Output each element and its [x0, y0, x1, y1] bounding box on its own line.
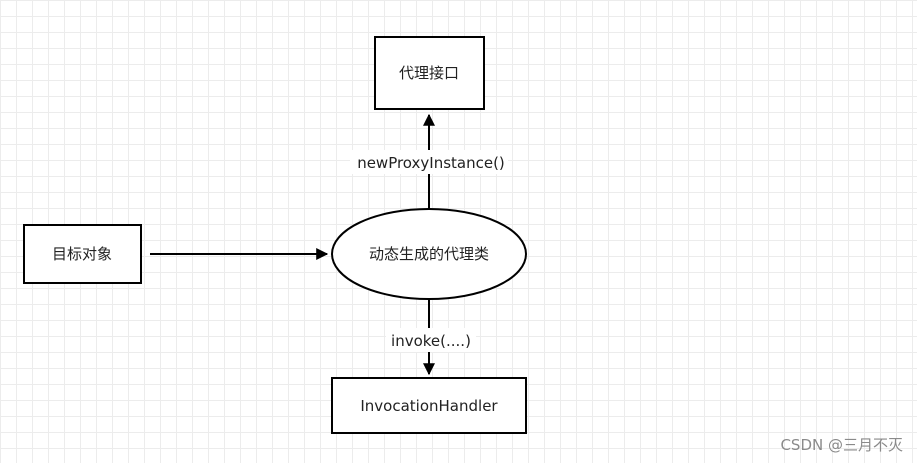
edge-label-new-proxy-instance: newProxyInstance() [357, 154, 505, 172]
node-proxy-class-label: 动态生成的代理类 [369, 245, 489, 263]
edge-label-invoke: invoke(....) [391, 332, 471, 350]
watermark: CSDN @三月不灭 [780, 436, 903, 454]
node-invocation-handler-label: InvocationHandler [360, 397, 498, 415]
node-proxy-interface [374, 36, 485, 110]
node-invocation-handler [331, 377, 527, 434]
edge-label-bg [386, 328, 476, 352]
node-proxy-interface-label: 代理接口 [399, 64, 459, 82]
edge-label-bg [350, 150, 508, 174]
node-proxy-class [331, 208, 527, 300]
node-target-object [23, 224, 142, 284]
node-target-object-label: 目标对象 [52, 245, 112, 263]
